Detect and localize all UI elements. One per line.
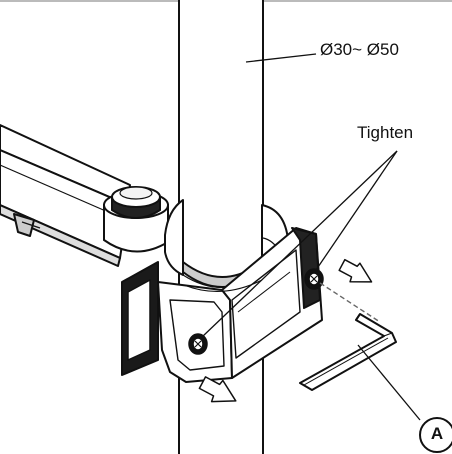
alignment-dashed-line <box>319 282 381 323</box>
arrow-right-screw <box>338 258 373 283</box>
hex-key <box>299 313 397 391</box>
callout-circle <box>419 417 452 453</box>
diameter-range-label: Ø30~ Ø50 <box>320 40 399 59</box>
leader-lines <box>201 53 421 421</box>
arm-knob <box>103 186 169 253</box>
screw-right <box>304 268 324 290</box>
tighten-leader-right <box>315 150 398 271</box>
tighten-leader-left <box>201 150 398 338</box>
diameter-leader <box>245 53 317 63</box>
tighten-label: Tighten <box>357 123 414 142</box>
monitor-arm <box>0 124 131 267</box>
clamp-body <box>121 227 323 383</box>
hex-key-callout-letter: A <box>430 424 444 443</box>
callout-leader <box>357 344 421 421</box>
screw-left <box>188 333 208 355</box>
arrow-left-screw <box>198 376 237 403</box>
